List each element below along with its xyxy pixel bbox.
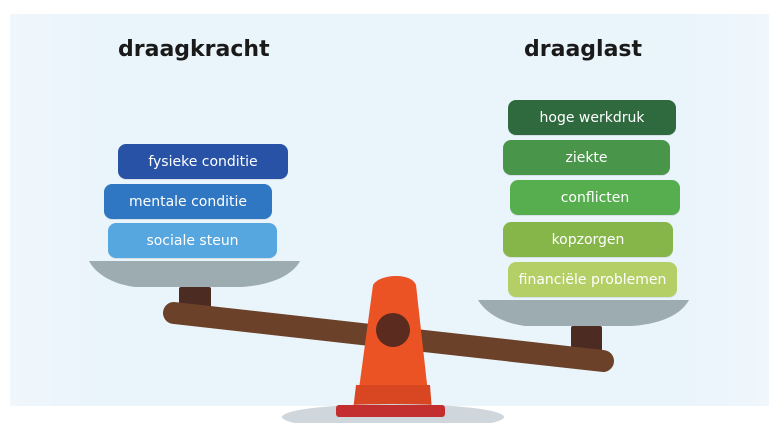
weight-label-kopzorgen: kopzorgen xyxy=(551,231,625,248)
right-pan-post xyxy=(571,326,602,354)
heading-draaglast: draaglast xyxy=(524,37,643,62)
support-base xyxy=(336,405,445,417)
weight-label-sociale-steun: sociale steun xyxy=(146,232,239,249)
weight-conflicten: conflicten xyxy=(510,180,680,215)
right-pan xyxy=(478,300,689,326)
weight-hoge-werkdruk: hoge werkdruk xyxy=(508,100,676,135)
weight-label-ziekte: ziekte xyxy=(565,149,608,166)
weight-sociale-steun: sociale steun xyxy=(108,223,277,258)
weight-mentale-conditie: mentale conditie xyxy=(104,184,272,219)
weight-kopzorgen: kopzorgen xyxy=(503,222,673,257)
weight-label-fysieke-conditie: fysieke conditie xyxy=(148,153,258,170)
balance-support-group xyxy=(282,275,504,423)
right-pan-group xyxy=(478,300,689,354)
weight-label-financiele-problemen: financiële problemen xyxy=(518,271,667,288)
weight-fysieke-conditie: fysieke conditie xyxy=(118,144,288,179)
weight-label-conflicten: conflicten xyxy=(560,189,630,206)
weight-financiele-problemen: financiële problemen xyxy=(508,262,677,297)
heading-draagkracht: draagkracht xyxy=(118,37,270,62)
weight-label-mentale-conditie: mentale conditie xyxy=(128,193,248,210)
weight-ziekte: ziekte xyxy=(503,140,670,175)
pivot-icon xyxy=(376,313,410,347)
left-pan xyxy=(89,261,300,287)
weight-label-hoge-werkdruk: hoge werkdruk xyxy=(539,109,645,126)
